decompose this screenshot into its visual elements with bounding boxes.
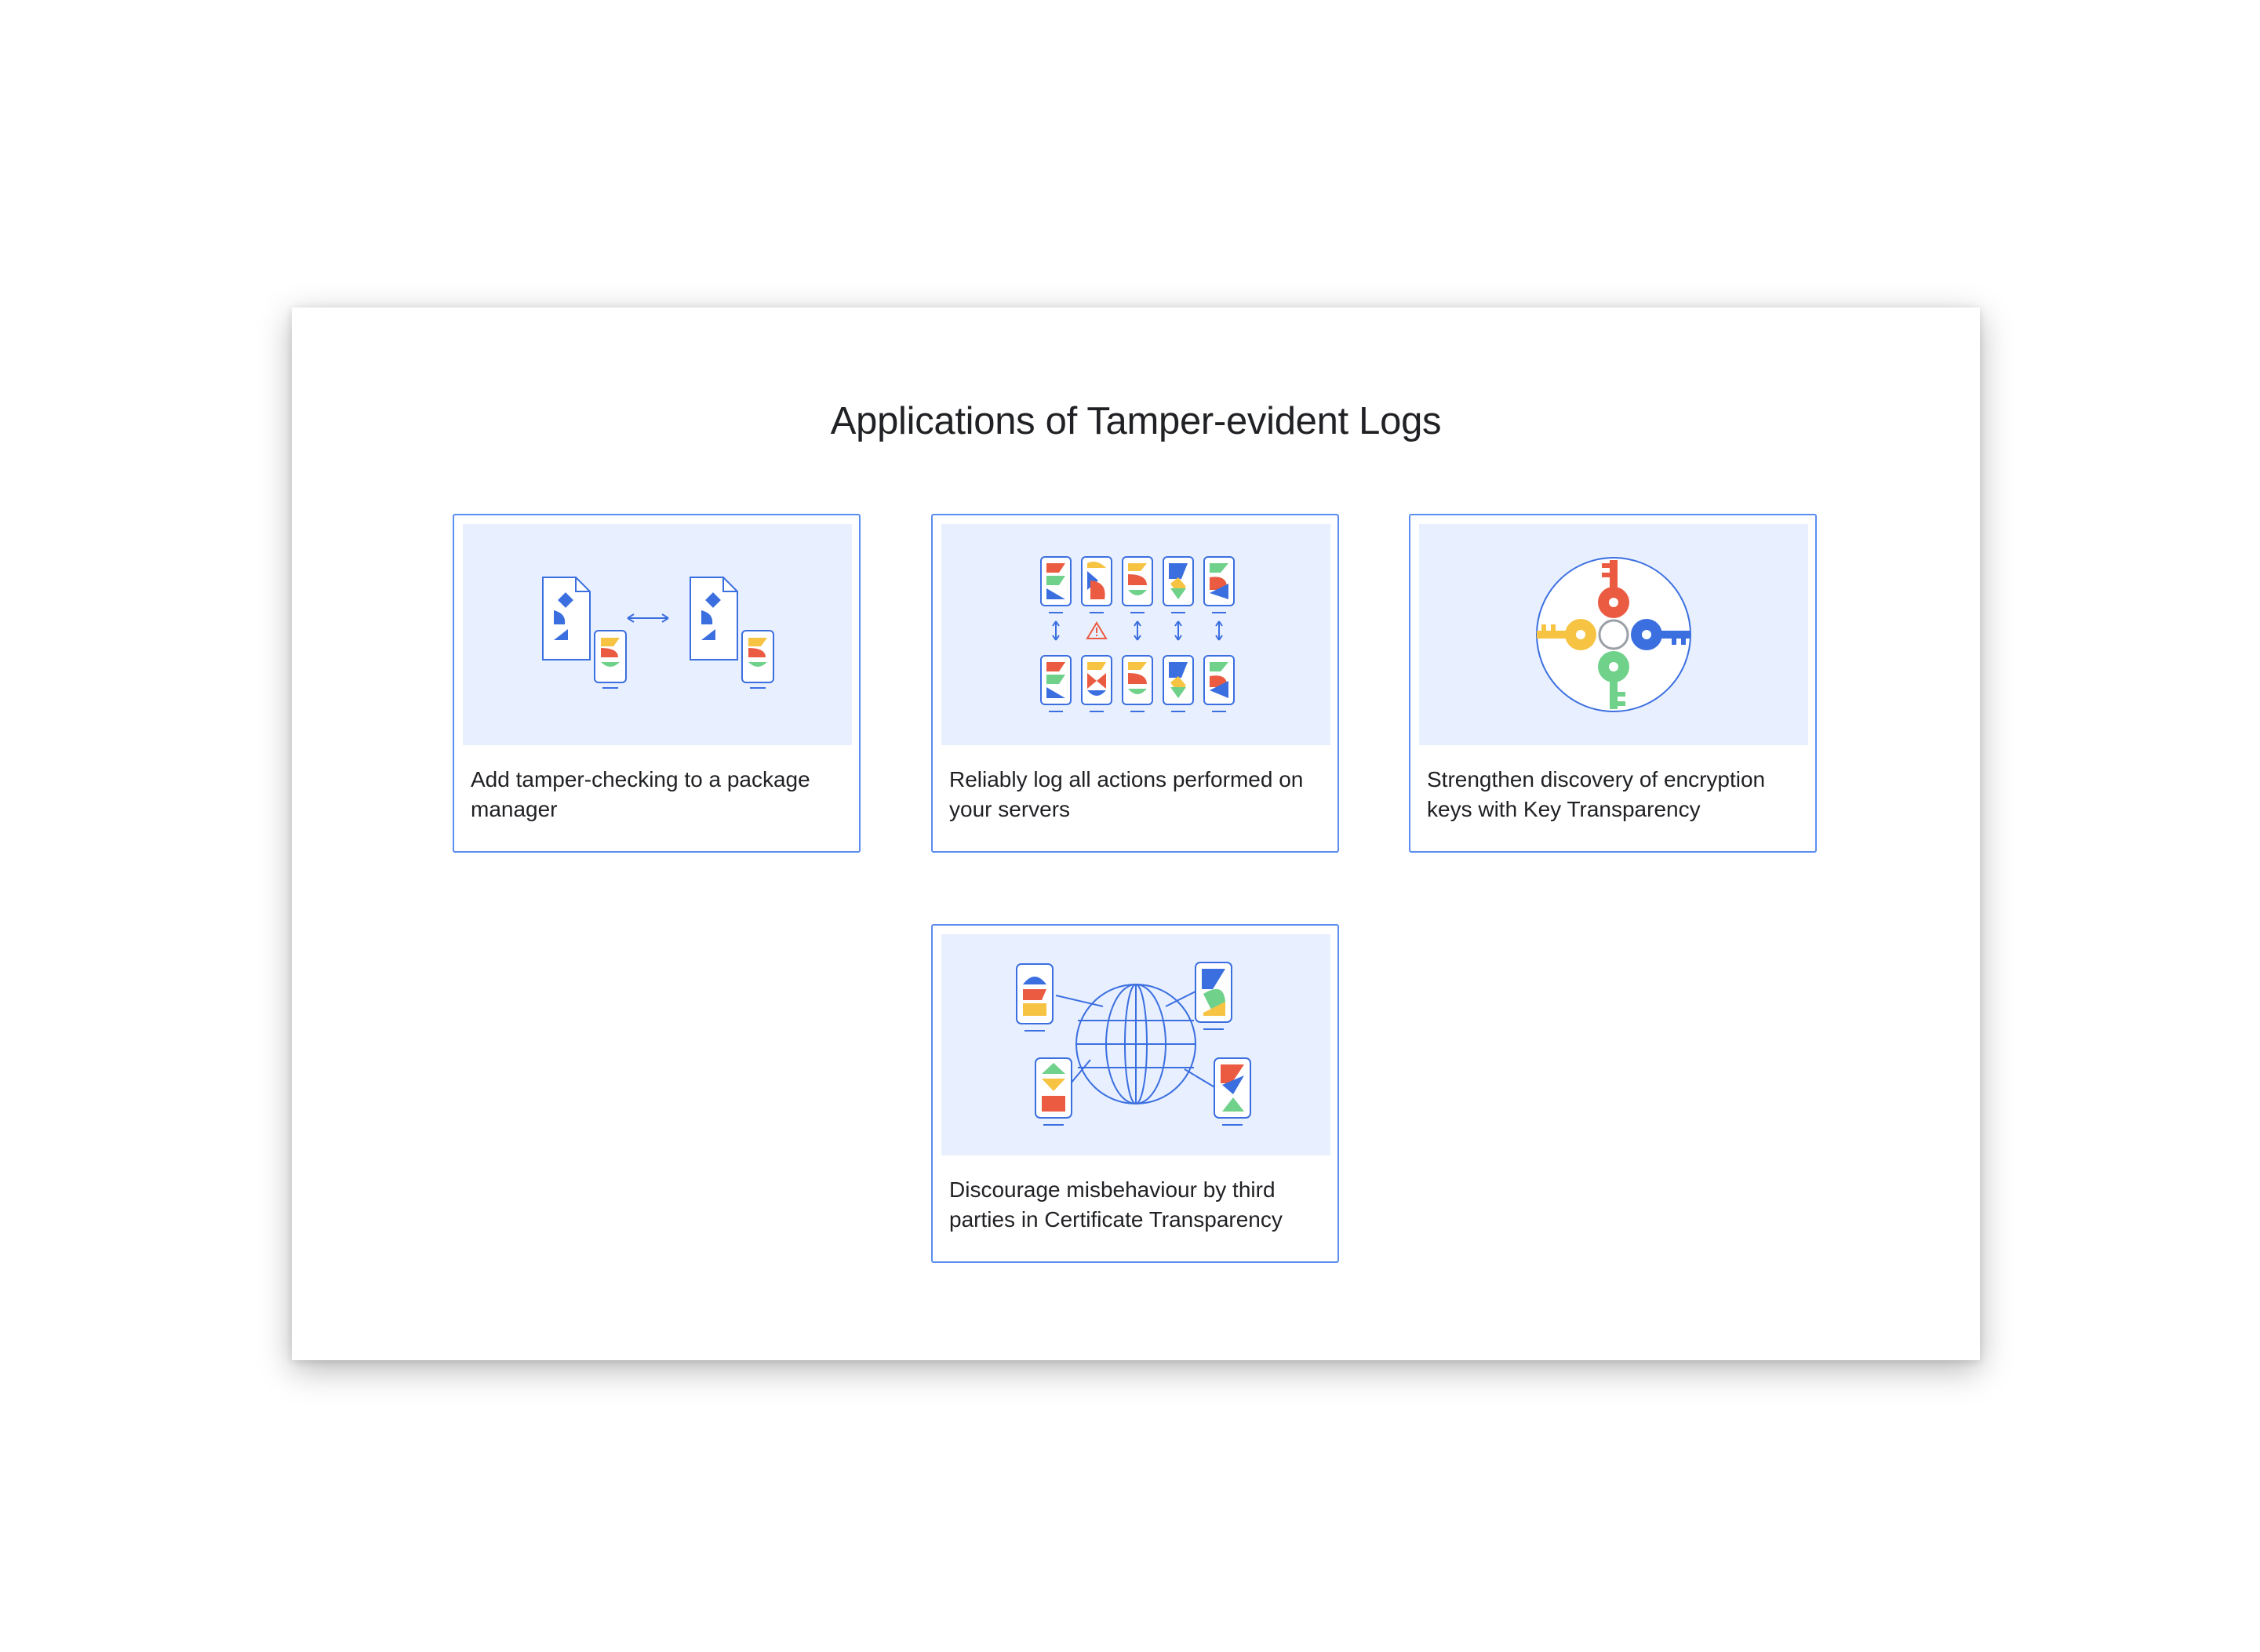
slide: Applications of Tamper-evident Logs [292, 307, 1980, 1360]
card-package-manager[interactable]: Add tamper-checking to a package manager [453, 514, 861, 853]
key-ring-illustration [1419, 524, 1808, 745]
globe-devices-illustration [941, 934, 1330, 1155]
card-caption: Add tamper-checking to a package manager [471, 767, 810, 821]
card-certificate-transparency[interactable]: Discourage misbehaviour by third parties… [931, 924, 1339, 1263]
card-key-transparency[interactable]: Strengthen discovery of encryption keys … [1409, 514, 1817, 853]
package-tamper-illustration [463, 524, 852, 745]
card-server-log[interactable]: Reliably log all actions performed on yo… [931, 514, 1339, 853]
card-caption: Reliably log all actions performed on yo… [949, 767, 1304, 821]
card-caption: Discourage misbehaviour by third parties… [949, 1177, 1283, 1232]
server-log-illustration [941, 524, 1330, 745]
page-title: Applications of Tamper-evident Logs [830, 400, 1442, 442]
card-caption: Strengthen discovery of encryption keys … [1427, 767, 1766, 821]
